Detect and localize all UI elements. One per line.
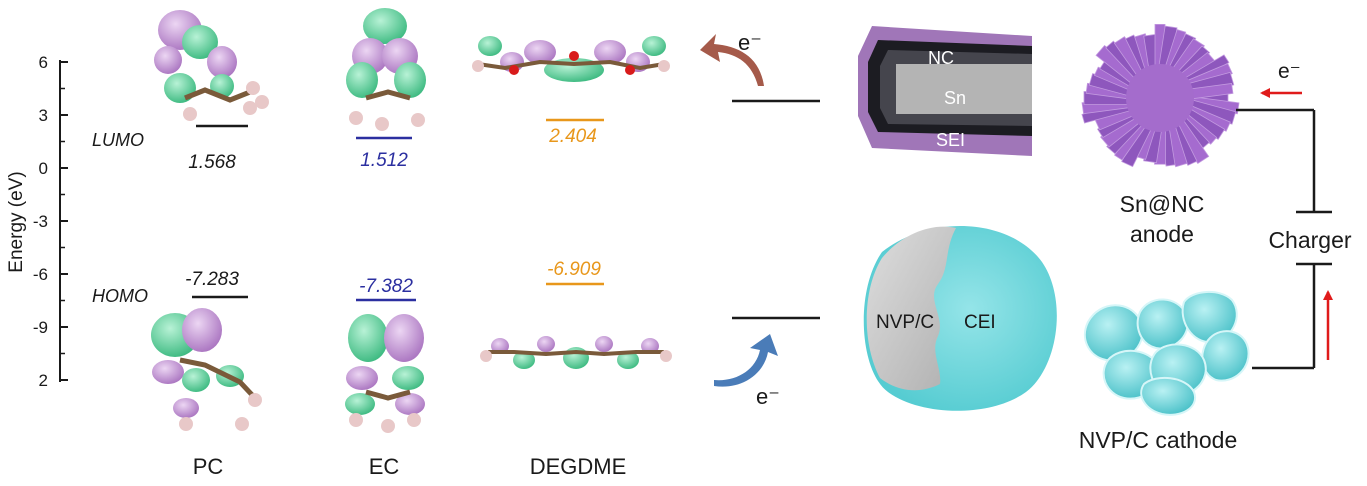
pc-lumo-value: 1.568 (188, 152, 236, 173)
nvp-core-label: NVP/C (876, 312, 934, 333)
lumo-label: LUMO (92, 130, 144, 150)
degdme-lumo-value: 2.404 (548, 126, 597, 147)
charger-label: Charger (1268, 227, 1351, 253)
anode-label-line2: anode (1130, 221, 1194, 247)
ec-homo-orbital (345, 314, 425, 433)
cei-shell-label: CEI (964, 312, 996, 333)
homo-label: HOMO (92, 286, 148, 306)
electron-arrow-top (700, 34, 764, 86)
anode-label-line1: Sn@NC (1120, 191, 1205, 217)
degdme-label: DEGDME (530, 454, 627, 479)
energy-axis: 6 3 0 -3 -6 -9 2 Energy (eV) (6, 53, 68, 390)
charger-circuit (1236, 108, 1332, 370)
electron-top-label: e⁻ (738, 30, 762, 55)
axis-ticks: 6 3 0 -3 -6 -9 2 (33, 53, 68, 390)
degdme-lumo-orbital (472, 36, 670, 82)
sei-label: SEI (936, 130, 965, 150)
axis-tick-label: -3 (33, 212, 48, 231)
cathode-particle (863, 226, 1057, 411)
ec-lumo-value: 1.512 (360, 150, 408, 171)
pc-homo-value: -7.283 (185, 269, 239, 290)
nvp-cathode-cluster (1083, 291, 1250, 416)
sn-core (1126, 64, 1194, 132)
axis-tick-label: 2 (39, 371, 48, 390)
cathode-label: NVP/C cathode (1079, 427, 1238, 453)
nc-label: NC (928, 48, 954, 68)
electron-arrow-bottom (714, 334, 778, 387)
pc-homo-orbital (151, 308, 262, 431)
degdme-homo-value: -6.909 (547, 259, 601, 280)
ec-homo-value: -7.382 (359, 276, 413, 297)
ec-lumo-orbital (346, 8, 426, 131)
pc-label: PC (193, 454, 224, 479)
anode-layer-diagram (858, 26, 1032, 156)
axis-tick-label: -9 (33, 318, 48, 337)
sn-label: Sn (944, 88, 966, 108)
degdme-homo-orbital (480, 336, 672, 369)
electron-bottom-label: e⁻ (756, 384, 780, 409)
axis-tick-label: 3 (39, 106, 48, 125)
ec-label: EC (369, 454, 400, 479)
axis-tick-label: 0 (39, 159, 48, 178)
axis-tick-label: -6 (33, 265, 48, 284)
electron-charger-label: e⁻ (1278, 60, 1301, 83)
sn-nc-anode-sphere (1081, 24, 1240, 168)
pc-lumo-orbital (154, 10, 269, 121)
axis-tick-label: 6 (39, 53, 48, 72)
axis-label: Energy (eV) (6, 171, 27, 272)
